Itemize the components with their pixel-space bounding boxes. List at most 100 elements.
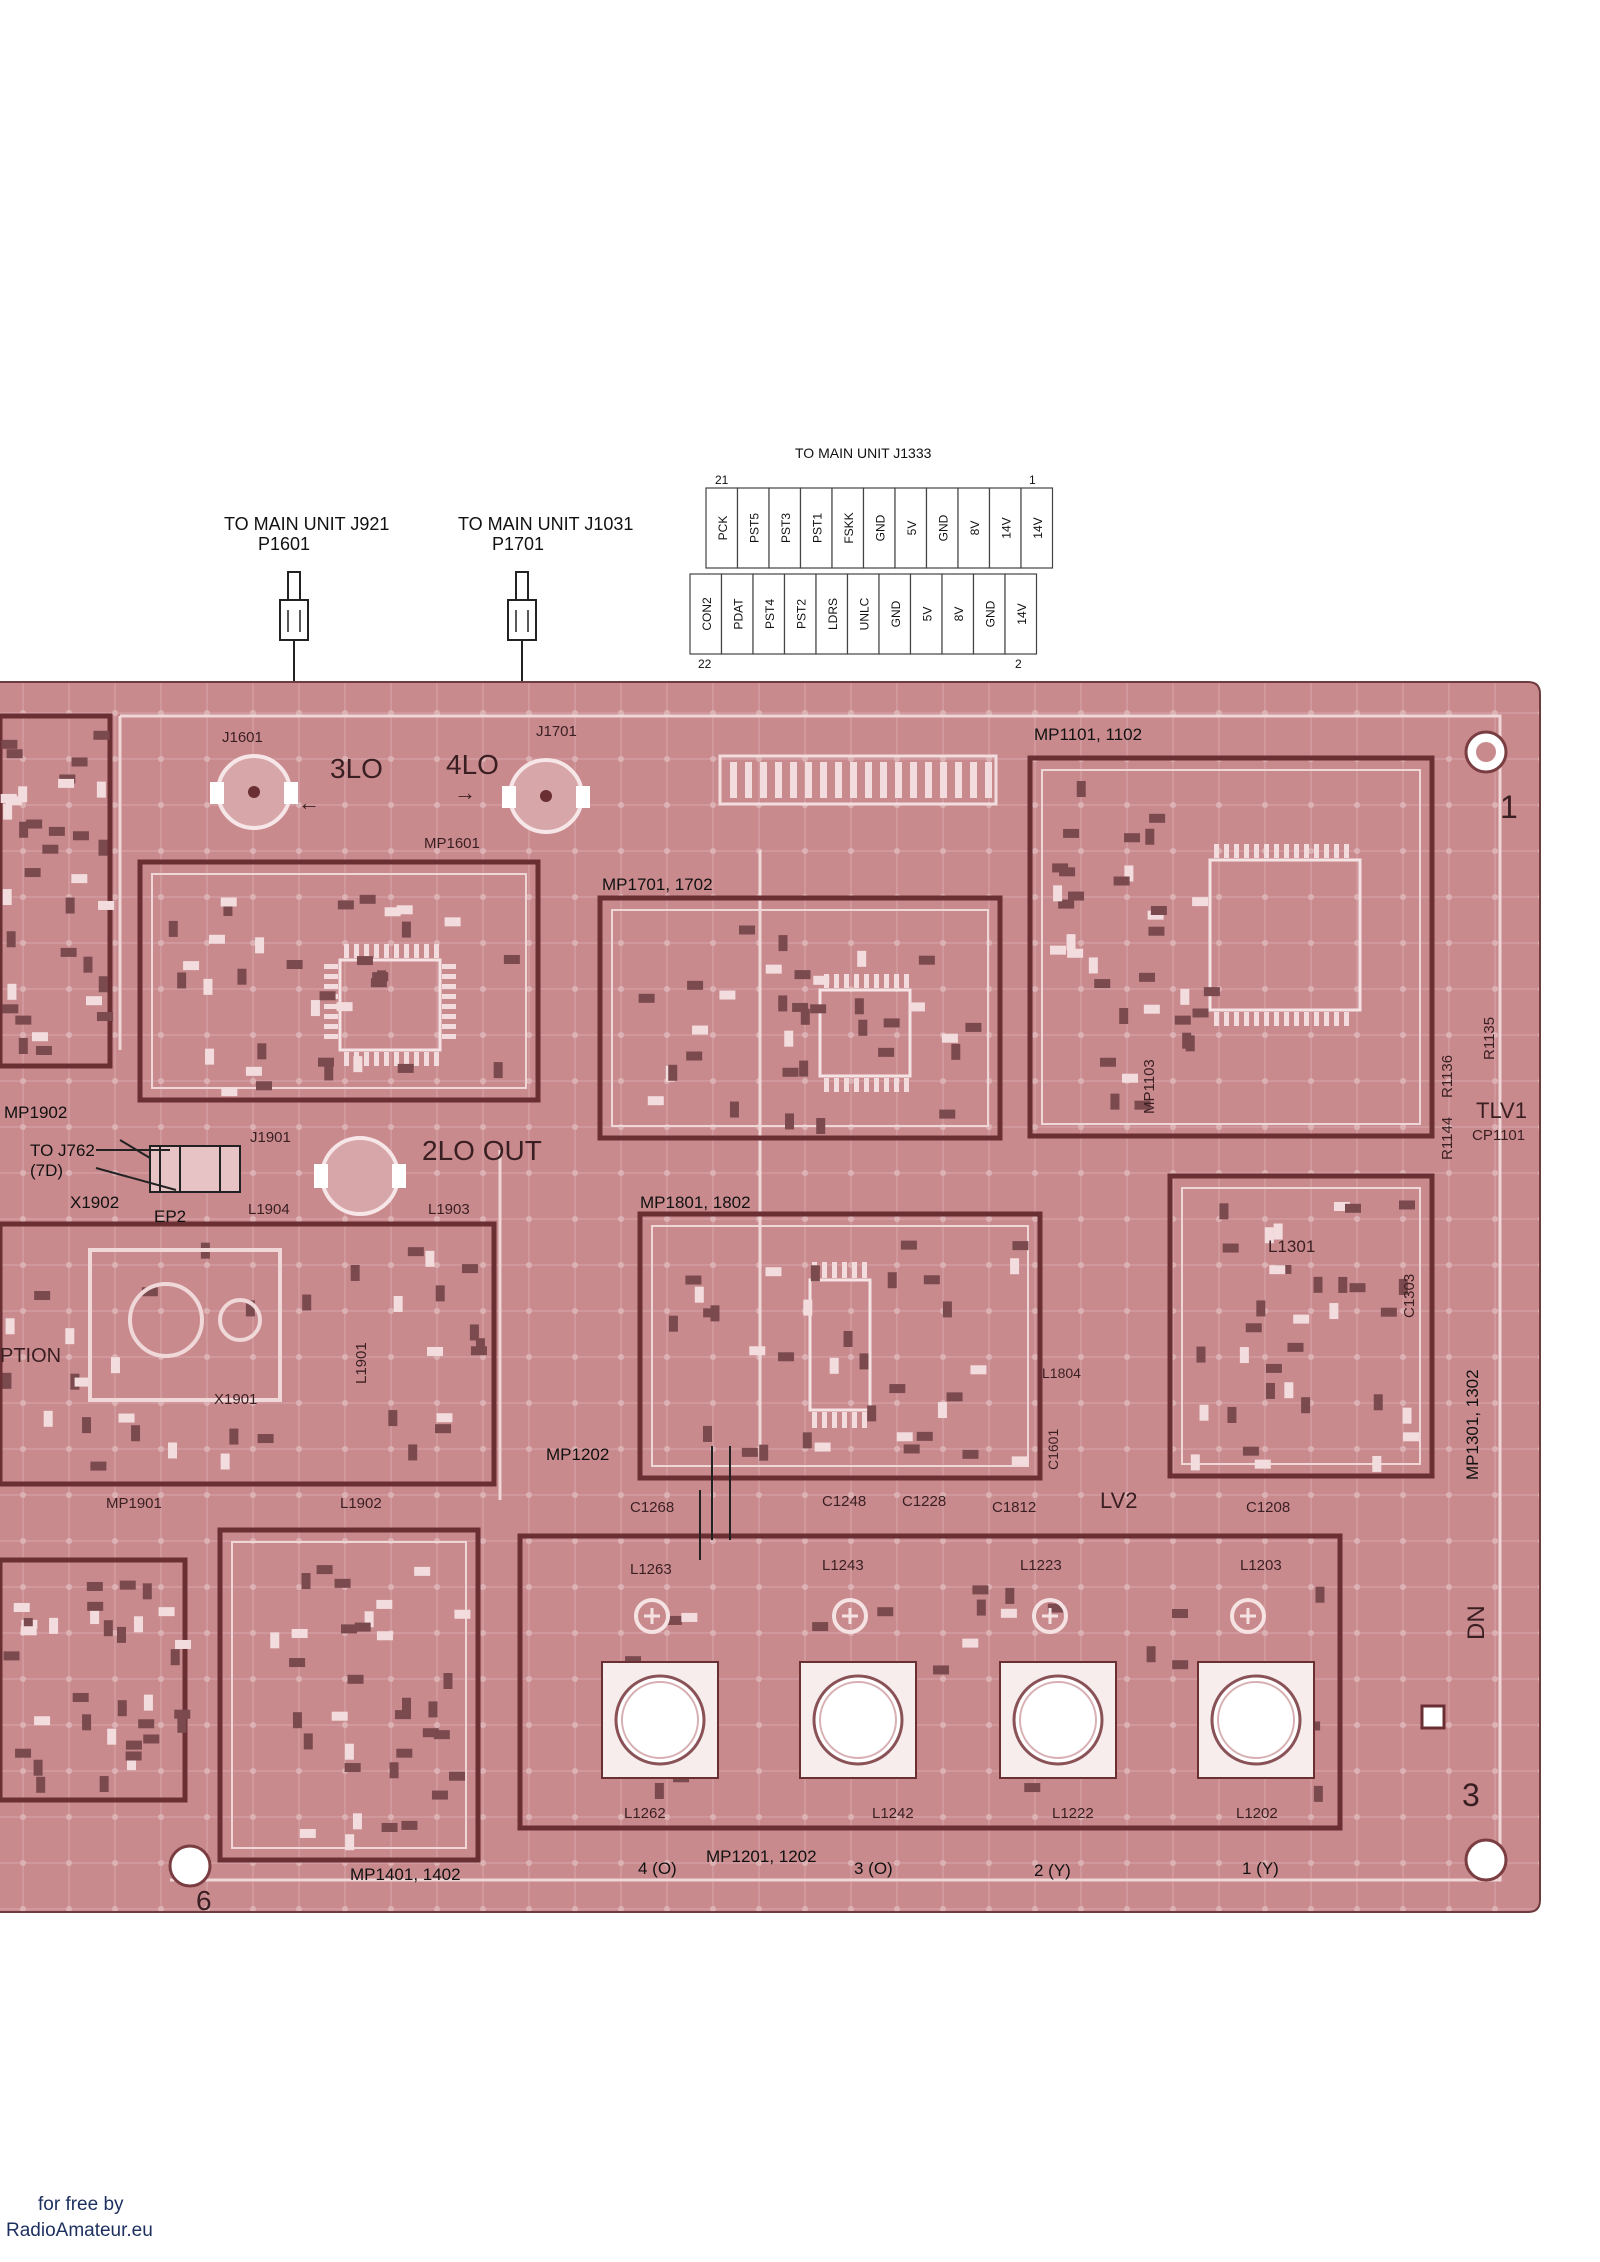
connector-top-pin-11: 14V bbox=[1020, 487, 1054, 569]
connector-bottom-pin-label: PDAT bbox=[731, 598, 745, 630]
label-l1203: L1203 bbox=[1240, 1557, 1282, 1574]
label-l1262: L1262 bbox=[624, 1805, 666, 1822]
label-7d: (7D) bbox=[30, 1161, 63, 1180]
label-c1303: C1303 bbox=[1401, 1274, 1418, 1318]
connector-bottom-pin-7: GND bbox=[878, 573, 912, 655]
connector-pin-21: 21 bbox=[715, 473, 729, 487]
plug-p1601-ref: P1601 bbox=[258, 534, 310, 554]
label-c1228: C1228 bbox=[902, 1493, 946, 1510]
label-ch4: 4 (O) bbox=[638, 1859, 677, 1878]
connector-top-pin-7: 5V bbox=[894, 487, 928, 569]
connector-bottom-pin-5: LDRS bbox=[815, 573, 849, 655]
plug-p1701-title: TO MAIN UNIT J1031 bbox=[458, 514, 633, 534]
label-ch3: 3 (O) bbox=[854, 1859, 893, 1878]
silkscreen-labels: J1601 J1701 3LO 4LO ← → MP1601 MP1701, 1… bbox=[0, 723, 1527, 1916]
label-corner-6: 6 bbox=[196, 1885, 212, 1916]
arrow-3lo: ← bbox=[298, 790, 320, 815]
label-mp1902: MP1902 bbox=[4, 1103, 67, 1122]
connector-bottom-pin-label: GND bbox=[983, 600, 997, 627]
label-lv2: LV2 bbox=[1100, 1488, 1138, 1513]
connector-top-pin-label: PST5 bbox=[747, 513, 761, 543]
connector-bottom-pin-9: 8V bbox=[941, 573, 975, 655]
connector-x1902 bbox=[95, 1139, 241, 1193]
label-x1902: X1902 bbox=[70, 1193, 119, 1212]
connector-top-pin-1: PCK bbox=[705, 487, 739, 569]
footer-line-2: RadioAmateur.eu bbox=[6, 2220, 153, 2241]
connector-bottom-pin-label: UNLC bbox=[857, 597, 871, 630]
label-l1901: L1901 bbox=[353, 1342, 370, 1384]
label-mp1601: MP1601 bbox=[424, 835, 480, 852]
connector-top-pin-label: 14V bbox=[1031, 517, 1045, 538]
label-l1301: L1301 bbox=[1268, 1237, 1315, 1256]
label-l1202: L1202 bbox=[1236, 1805, 1278, 1822]
label-c1812: C1812 bbox=[992, 1499, 1036, 1516]
connector-bottom-pin-10: GND bbox=[972, 573, 1006, 655]
footer-line-1: for free by bbox=[38, 2194, 124, 2215]
connector-pin-2: 2 bbox=[1015, 657, 1022, 671]
connector-top-pin-label: GND bbox=[873, 514, 887, 541]
connector-top-pin-2: PST5 bbox=[736, 487, 770, 569]
connector-top-pin-label: PST3 bbox=[779, 513, 793, 543]
label-mp1901: MP1901 bbox=[106, 1495, 162, 1512]
connector-top-pin-label: FSKK bbox=[842, 512, 856, 543]
connector-bottom-pin-8: 5V bbox=[909, 573, 943, 655]
label-to-j762: TO J762 bbox=[30, 1141, 95, 1160]
connector-bottom-pin-label: 8V bbox=[952, 607, 966, 622]
filter-can-2 bbox=[999, 1598, 1117, 1779]
connector-bottom-pin-label: PST4 bbox=[763, 599, 777, 629]
label-mp1701: MP1701, 1702 bbox=[602, 875, 713, 894]
label-mp1401: MP1401, 1402 bbox=[350, 1865, 461, 1884]
connector-pin-22: 22 bbox=[698, 657, 712, 671]
label-x1901: X1901 bbox=[214, 1391, 257, 1408]
filter-can-3 bbox=[799, 1598, 917, 1779]
plug-p1601: TO MAIN UNIT J921 P1601 bbox=[224, 514, 389, 794]
label-2lo-out: 2LO OUT bbox=[422, 1135, 542, 1166]
connector-bottom-pin-1: CON2 bbox=[689, 573, 723, 655]
label-ch1: 1 (Y) bbox=[1242, 1859, 1279, 1878]
label-mp1201: MP1201, 1202 bbox=[706, 1847, 817, 1866]
connector-bottom-pin-label: LDRS bbox=[826, 598, 840, 630]
label-l1904: L1904 bbox=[248, 1201, 290, 1218]
label-c1208: C1208 bbox=[1246, 1499, 1290, 1516]
label-r1135: R1135 bbox=[1481, 1017, 1498, 1060]
label-c1268: C1268 bbox=[630, 1499, 674, 1516]
label-l1903: L1903 bbox=[428, 1201, 470, 1218]
jack-j1601 bbox=[210, 754, 298, 830]
connector-bottom-pin-2: PDAT bbox=[720, 573, 754, 655]
label-mp1801: MP1801, 1802 bbox=[640, 1193, 751, 1212]
plug-p1601-title: TO MAIN UNIT J921 bbox=[224, 514, 389, 534]
connector-bottom-pin-label: PST2 bbox=[794, 599, 808, 629]
jack-2lo-out bbox=[314, 1136, 406, 1216]
pcb-board bbox=[0, 681, 1541, 1913]
label-corner-3: 3 bbox=[1462, 1777, 1480, 1813]
jack-j1701 bbox=[502, 758, 590, 834]
label-dn: DN bbox=[1463, 1605, 1490, 1640]
connector-bottom-pin-11: 14V bbox=[1004, 573, 1038, 655]
connector-pin-1: 1 bbox=[1029, 473, 1036, 487]
connector-bottom-pin-6: UNLC bbox=[846, 573, 880, 655]
label-j1601: J1601 bbox=[222, 729, 263, 746]
label-c1248: C1248 bbox=[822, 1493, 866, 1510]
connector-top-pin-8: GND bbox=[925, 487, 959, 569]
label-l1263: L1263 bbox=[630, 1561, 672, 1578]
label-ch2: 2 (Y) bbox=[1034, 1861, 1071, 1880]
connector-top-pin-4: PST1 bbox=[799, 487, 833, 569]
connector-bottom-pin-label: CON2 bbox=[700, 597, 714, 631]
label-j1701: J1701 bbox=[536, 723, 577, 740]
label-c1601: C1601 bbox=[1045, 1429, 1061, 1470]
label-4lo: 4LO bbox=[446, 749, 499, 780]
label-mp1101: MP1101, 1102 bbox=[1034, 725, 1142, 744]
label-r1136: R1136 bbox=[1439, 1055, 1456, 1098]
label-l1243: L1243 bbox=[822, 1557, 864, 1574]
label-l1902: L1902 bbox=[340, 1495, 382, 1512]
connector-bottom-pin-label: 14V bbox=[1015, 603, 1029, 624]
plug-p1701-ref: P1701 bbox=[492, 534, 544, 554]
label-corner-1: 1 bbox=[1500, 789, 1518, 825]
label-cp1101: CP1101 bbox=[1472, 1127, 1525, 1144]
filter-can-1 bbox=[1197, 1598, 1315, 1779]
label-j1901: J1901 bbox=[250, 1129, 291, 1146]
label-3lo: 3LO bbox=[330, 753, 383, 784]
